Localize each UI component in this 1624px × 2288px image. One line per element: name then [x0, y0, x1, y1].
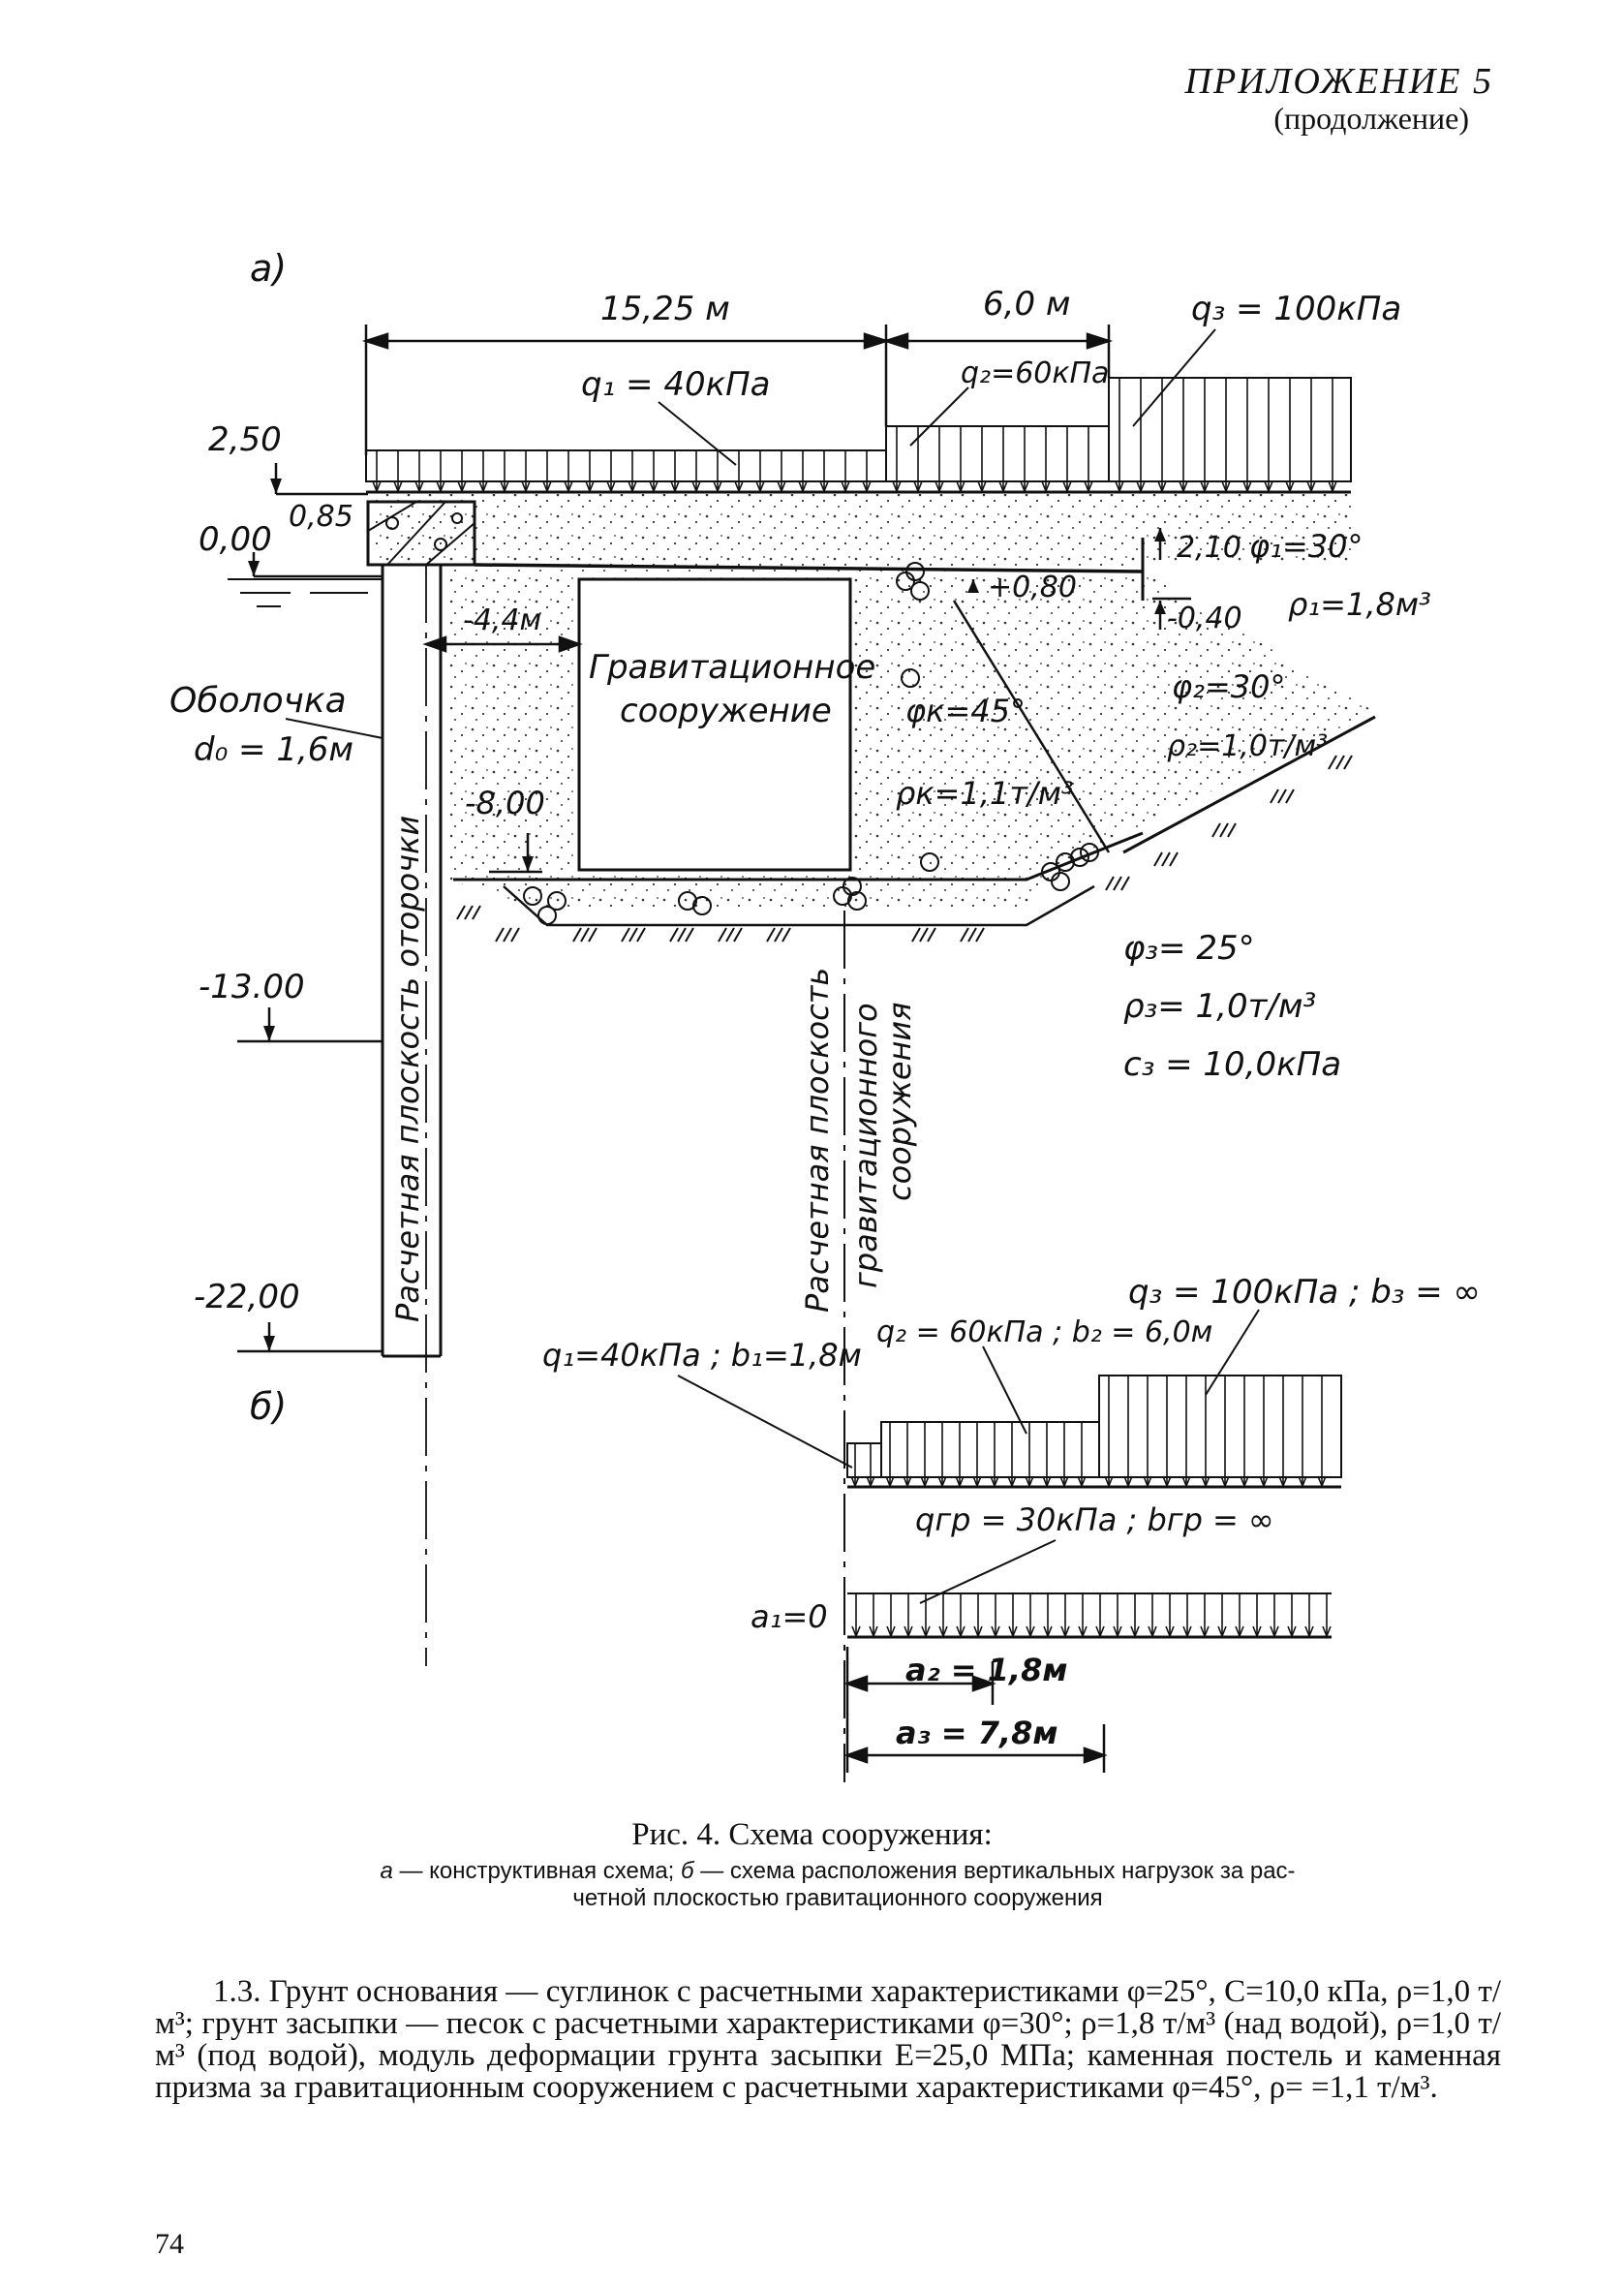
plane-shell-label: Расчетная плоскость оторочки	[389, 816, 426, 1322]
plane-gravity-label-3: сооружения	[881, 1003, 918, 1201]
elev-minus-8-00: -8,00	[465, 785, 545, 821]
elev-0-00: 0,00	[199, 520, 272, 559]
a3-label: a₃ = 7,8м	[896, 1715, 1058, 1751]
shell-label: Оболочка	[169, 681, 347, 721]
figure-caption-body: а — конструктивная схема; б — схема расп…	[380, 1858, 1296, 1911]
q1-label: q₁ = 40кПа	[581, 365, 771, 404]
plane-gravity-label-2: гравитационного	[847, 1003, 884, 1288]
rho3: ρ₃= 1,0т/м³	[1123, 987, 1316, 1026]
q3b-label: q₃ = 100кПа ; b₃ = ∞	[1128, 1273, 1481, 1312]
elev-minus-22-00: -22,00	[194, 1278, 300, 1316]
load-diagram-a	[365, 377, 1352, 494]
appendix-title: ПРИЛОЖЕНИЕ 5	[1184, 61, 1493, 102]
plane-gravity-label-1: Расчетная плоскость	[799, 968, 836, 1313]
q2b-label: q₂ = 60кПа ; b₂ = 6,0м	[876, 1315, 1212, 1349]
dim-4-4-label: -4,4м	[463, 603, 541, 637]
appendix-subtitle: (продолжение)	[1273, 101, 1469, 136]
a1-label: a₁=0	[751, 1598, 828, 1635]
top-fill	[373, 494, 1351, 562]
panel-b-label: б)	[250, 1385, 287, 1428]
load-diagram-b	[846, 1375, 1342, 1639]
dim-15-25: 15,25 м	[600, 290, 730, 328]
elev-2-10: 2,10	[1177, 531, 1241, 565]
q2-label: q₂=60кПа	[961, 356, 1109, 390]
elev-minus-0-40: -0,40	[1167, 602, 1242, 635]
top-dimension	[361, 325, 1114, 455]
shell-diameter: d₀ = 1,6м	[194, 730, 353, 769]
q3-label: q₃ = 100кПа	[1191, 290, 1401, 328]
a2-label: a₂ = 1,8м	[905, 1652, 1068, 1688]
rhok: ρк=1,1т/м³	[896, 775, 1074, 812]
q1b-label: q₁=40кПа ; b₁=1,8м	[542, 1337, 862, 1374]
dim-6-0: 6,0 м	[983, 285, 1071, 324]
elev-0-85: 0,85	[289, 500, 353, 534]
b-leaders	[677, 1309, 1260, 1604]
stone-prism	[523, 562, 1099, 925]
gravity-structure-label-2: сооружение	[620, 692, 832, 730]
shell-pile	[381, 565, 443, 1666]
elev-minus-13-00: -13.00	[199, 968, 305, 1006]
cap-block	[366, 500, 476, 567]
figure-caption: Рис. 4. Схема сооружения:	[631, 1817, 993, 1852]
elev-plus-0-80: +0,80	[988, 571, 1077, 604]
elev-2-50: 2,50	[208, 420, 282, 459]
structure-diagram: а) б) 15,25 м 6,0 м q₃ = 100кПа q₁ = 40к…	[169, 247, 1481, 1782]
page-number: 74	[155, 2228, 184, 2260]
load-arrows-b	[850, 1376, 1332, 1639]
q-leaders	[658, 328, 1216, 466]
c3: c₃ = 10,0кПа	[1123, 1045, 1341, 1084]
body-paragraph: 1.3. Грунт основания — суглинок с расчет…	[155, 1974, 1501, 2105]
phi3: φ₃= 25°	[1123, 929, 1255, 968]
phik: φк=45°	[905, 693, 1026, 729]
ground-hatch	[456, 755, 1353, 943]
elevation-arrowheads	[248, 479, 1166, 1351]
phi2: φ₂=30°	[1172, 668, 1285, 705]
load-arrows-a	[372, 378, 1337, 494]
rho1: ρ₁=1,8м³	[1288, 586, 1431, 623]
phi1: φ₁=30°	[1249, 528, 1363, 565]
panel-a-label: а)	[250, 247, 287, 290]
rho2: ρ₂=1,0т/м³	[1167, 729, 1328, 763]
water-line	[228, 578, 383, 607]
qgr-label: qгр = 30кПа ; bгр = ∞	[915, 1501, 1274, 1538]
a-dimensions	[843, 1647, 1108, 1773]
gravity-structure-label-1: Гравитационное	[589, 648, 875, 687]
gravity-structure-box	[577, 577, 852, 872]
dim-4-4	[422, 635, 583, 653]
